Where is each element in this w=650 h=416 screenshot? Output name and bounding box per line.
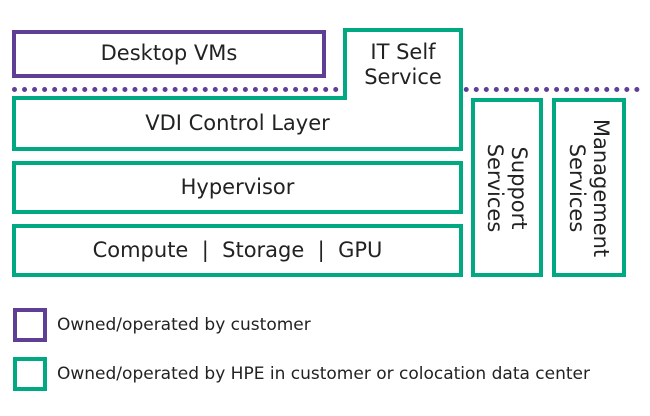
merge-mask: [347, 92, 459, 102]
support-services-box: Support Services: [471, 98, 543, 277]
legend-item-hpe: Owned/operated by HPE in customer or col…: [13, 357, 590, 391]
support-services-label: Support Services: [483, 143, 532, 232]
boundary-dotted-line: [12, 87, 640, 92]
desktop-vms-label: Desktop VMs: [100, 41, 238, 66]
desktop-vms-box: Desktop VMs: [12, 30, 326, 78]
legend-swatch-customer: [13, 308, 47, 342]
it-self-service-label: IT Self Service: [364, 40, 442, 89]
legend-item-customer: Owned/operated by customer: [13, 308, 311, 342]
compute-storage-gpu-box: Compute | Storage | GPU: [12, 224, 463, 277]
legend-swatch-hpe: [13, 357, 47, 391]
legend-label-hpe: Owned/operated by HPE in customer or col…: [57, 364, 590, 384]
vdi-control-layer-box: VDI Control Layer: [12, 96, 463, 151]
legend-label-customer: Owned/operated by customer: [57, 315, 311, 335]
compute-storage-gpu-label: Compute | Storage | GPU: [92, 237, 383, 262]
hypervisor-box: Hypervisor: [12, 161, 463, 214]
vdi-control-layer-label: VDI Control Layer: [145, 110, 330, 135]
it-self-service-box: IT Self Service: [343, 28, 463, 98]
management-services-box: Management Services: [552, 98, 626, 277]
management-services-label: Management Services: [565, 118, 614, 257]
hypervisor-label: Hypervisor: [180, 174, 295, 199]
